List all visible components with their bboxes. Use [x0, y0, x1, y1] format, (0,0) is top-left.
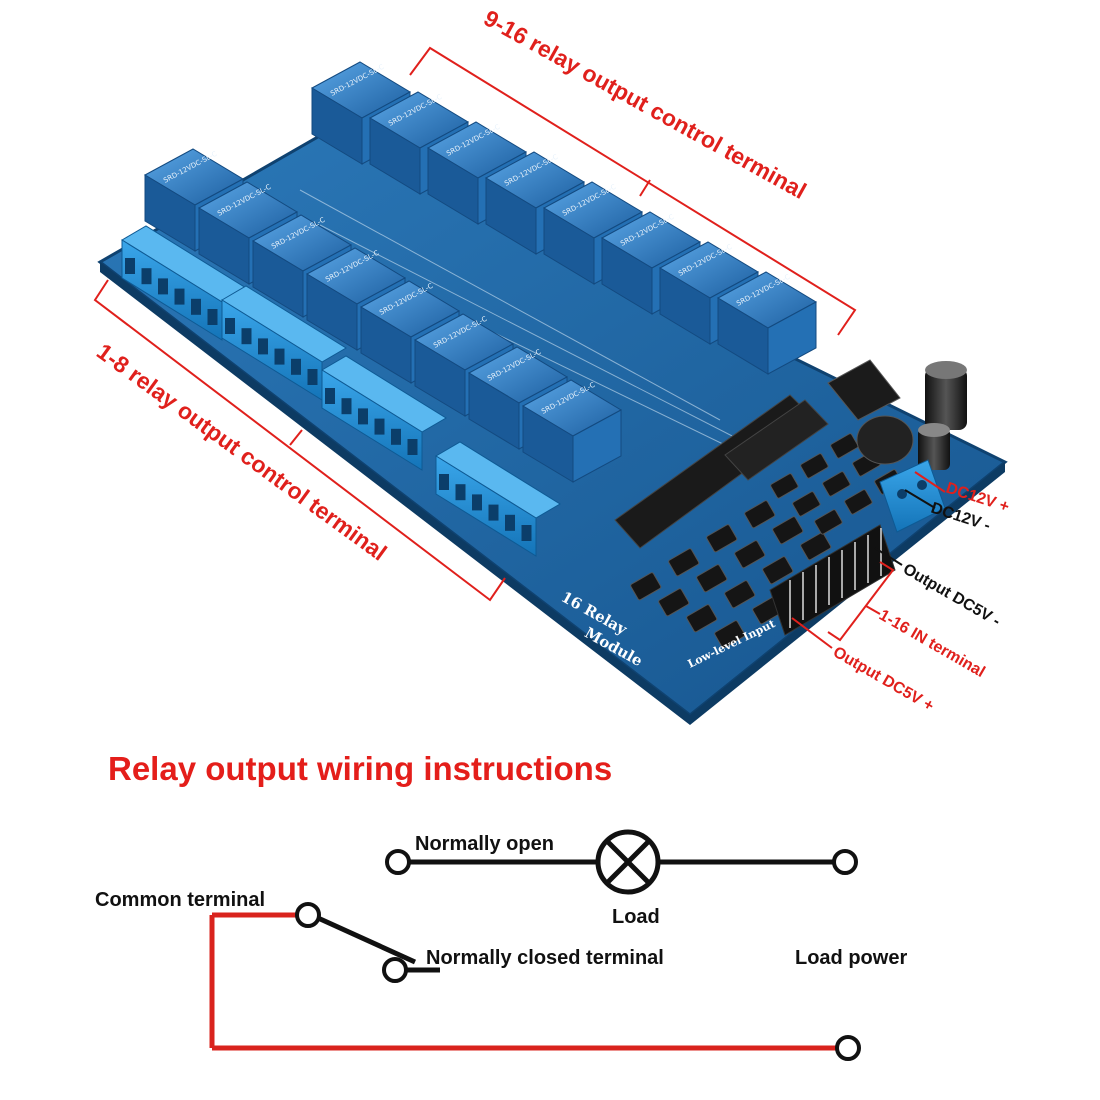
- optocoupler-chip: [706, 524, 738, 553]
- terminal-screw-slot: [274, 348, 285, 365]
- in-terminal-label: 1-16 IN terminal: [876, 607, 988, 681]
- optocoupler-chip: [668, 548, 700, 577]
- optocoupler-chip: [792, 491, 821, 517]
- common-terminal: [295, 902, 321, 928]
- driver-ic-2: [724, 399, 829, 481]
- output-dc5v-plus-label: Output DC5V +: [830, 644, 937, 715]
- load-power-bottom-terminal: [835, 1035, 861, 1061]
- optocoupler-chip: [800, 453, 829, 479]
- terminal-screw-slot: [407, 439, 418, 455]
- terminal-screw-slot: [307, 369, 318, 385]
- load-power-label: Load power: [795, 947, 907, 969]
- normally-closed-label: Normally closed terminal: [426, 947, 664, 969]
- optocoupler-chip: [830, 433, 859, 459]
- terminal-block-3: [321, 355, 447, 471]
- optocoupler-chip: [762, 556, 794, 585]
- inductor: [856, 415, 914, 465]
- screw-terminals: [121, 225, 561, 557]
- terminal-screw-slot: [207, 309, 218, 325]
- terminal-screw-slot: [325, 388, 335, 404]
- terminal-screw-slot: [191, 298, 201, 315]
- terminal-block-1: [121, 225, 247, 341]
- terminal-screw-slot: [374, 418, 385, 435]
- relay-group-1-8: SRD-12VDC-SL-CSRD-12VDC-SL-CSRD-12VDC-SL…: [143, 148, 623, 483]
- optocoupler-chip: [814, 509, 843, 535]
- relay-7: SRD-12VDC-SL-C: [467, 346, 569, 450]
- nc-contact-terminal: [382, 957, 408, 983]
- load-label: Load: [612, 906, 660, 928]
- optocoupler-chip: [822, 471, 851, 497]
- terminal-block-4: [435, 441, 561, 557]
- relay-board: SRD-12VDC-SL-CSRD-12VDC-SL-CSRD-12VDC-SL…: [97, 61, 1008, 725]
- callout-dc12v-lines: [904, 471, 946, 509]
- terminal-screw-slot: [488, 504, 499, 521]
- terminal-screw-slot: [472, 494, 482, 511]
- terminal-screw-slot: [455, 484, 466, 501]
- optocoupler-chip: [714, 620, 746, 649]
- terminal-screw-slot: [341, 398, 352, 415]
- terminal-screw-slot: [358, 408, 368, 425]
- terminal-screw-slot: [225, 318, 235, 334]
- output-dc5v-minus-label: Output DC5V -: [900, 561, 1003, 630]
- terminal-screw-slot: [174, 288, 185, 305]
- input-pin-header: [769, 524, 896, 636]
- optocoupler-chip: [724, 580, 756, 609]
- callout-dc5v-plus-line: [791, 617, 833, 649]
- optocoupler-chip: [696, 564, 728, 593]
- no-contact-terminal: [385, 849, 411, 875]
- callout-in-terminal-bracket: [827, 561, 895, 642]
- optocoupler-chip: [744, 500, 776, 529]
- lamp-icon: [595, 829, 661, 895]
- terminal-screw-slot: [258, 338, 268, 355]
- terminal-screw-slot: [241, 328, 252, 345]
- terminal-screw-slot: [439, 474, 449, 490]
- relay-8: SRD-12VDC-SL-C: [521, 379, 623, 483]
- terminal-screw-slot: [141, 268, 152, 285]
- callout-left-bracket: [93, 279, 506, 602]
- power-terminal-block: [879, 459, 946, 533]
- capacitor-large: [925, 361, 967, 430]
- terminal-screw-slot: [505, 514, 515, 531]
- wiring-title: Relay output wiring instructions: [108, 750, 612, 787]
- optocoupler-chip: [770, 473, 799, 499]
- common-terminal-label: Common terminal: [95, 889, 265, 911]
- optocoupler-chip: [734, 540, 766, 569]
- optocoupler-chip: [844, 489, 873, 515]
- terminal-screw-slot: [391, 428, 401, 445]
- optocoupler-array: [630, 433, 903, 649]
- optocoupler-chip: [630, 572, 662, 601]
- optocoupler-chip: [772, 516, 804, 545]
- terminal-screw-slot: [291, 358, 301, 375]
- terminal-screw-slot: [521, 525, 532, 541]
- capacitor-small: [918, 423, 950, 470]
- callout-dc5v-minus-line: [874, 547, 903, 566]
- switch-arm: [316, 915, 417, 965]
- optocoupler-chip: [686, 604, 718, 633]
- callout-top-bracket: [409, 46, 857, 336]
- optocoupler-chip: [658, 588, 690, 617]
- relay-16: SRD-12VDC-SL-C: [716, 271, 818, 375]
- voltage-regulator: [827, 359, 901, 421]
- terminal-screw-slot: [158, 278, 168, 295]
- normally-open-label: Normally open: [415, 833, 554, 855]
- load-power-top-terminal: [832, 849, 858, 875]
- wiring-diagram: Normally open Load Common terminal Norma…: [95, 829, 907, 1061]
- terminal-screw-slot: [125, 258, 135, 274]
- optocoupler-chip: [800, 532, 832, 561]
